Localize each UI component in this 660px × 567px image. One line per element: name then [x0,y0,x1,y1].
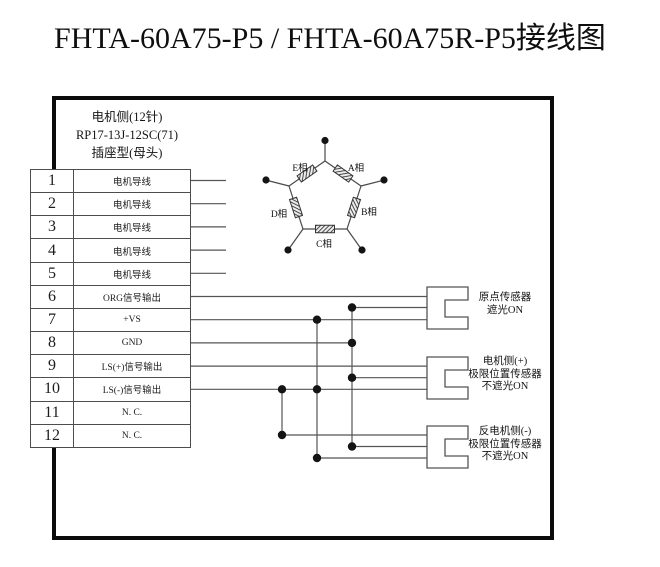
pin-number: 6 [31,285,74,309]
pin-number: 10 [31,378,74,402]
plus-limit-sensor-label: 电机侧(+) 极限位置传感器 不遮光ON [468,356,542,392]
pin-label: LS(+)信号输出 [74,355,191,379]
pin-number: 2 [31,193,74,217]
pin-number: 3 [31,216,74,240]
connector-info: 电机侧(12针) RP17-13J-12SC(71) 插座型(母头) [52,108,202,162]
pin-label: 电机导线 [74,216,191,240]
pin-number: 8 [31,332,74,356]
pin-number: 1 [31,170,74,194]
pin-label: 电机导线 [74,239,191,263]
pin-label: 电机导线 [74,193,191,217]
pin-label: N. C. [74,424,191,448]
connector-type-label: 插座型(母头) [91,146,163,160]
pin-number: 11 [31,401,74,425]
connector-side-label: 电机侧(12针) [91,110,163,124]
pin-label: +VS [74,308,191,333]
pin-number: 7 [31,308,74,333]
pin-table: 1 电机导线 2 电机导线 3 电机导线 4 电机导线 5 电机导线 6 ORG… [30,169,191,448]
pin-label: N. C. [74,401,191,425]
pin-label: GND [74,332,191,356]
origin-sensor-label: 原点传感器 遮光ON [478,292,532,316]
connector-model-label: RP17-13J-12SC(71) [75,128,179,142]
pin-label: 电机导线 [74,262,191,286]
pin-number: 9 [31,355,74,379]
pin-label: LS(-)信号输出 [74,378,191,402]
pin-number: 4 [31,239,74,263]
pin-number: 5 [31,262,74,286]
pin-number: 12 [31,424,74,448]
pin-label: ORG信号输出 [74,285,191,309]
minus-limit-sensor-label: 反电机侧(-) 极限位置传感器 不遮光ON [468,426,542,462]
pin-label: 电机导线 [74,170,191,194]
page-title: FHTA-60A75-P5 / FHTA-60A75R-P5接线图 [54,22,606,55]
